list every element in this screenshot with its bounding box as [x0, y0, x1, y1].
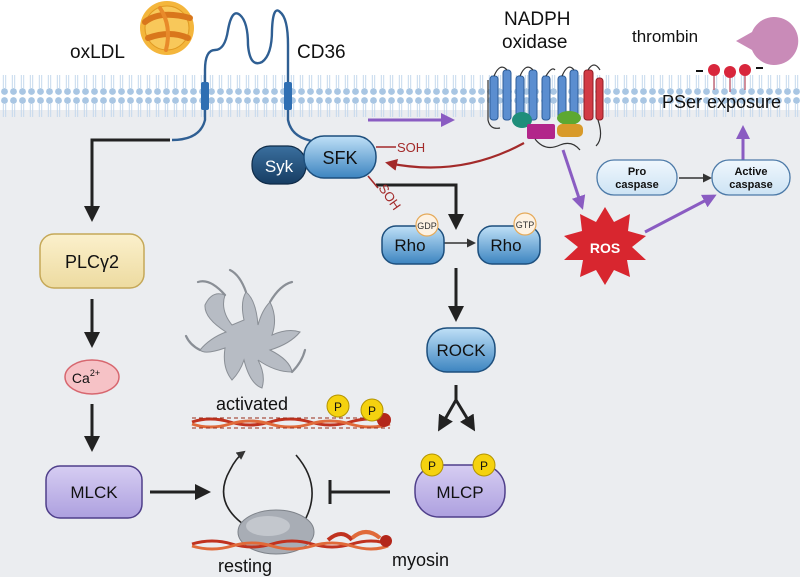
phosphorylated-myosin-filament: P P: [191, 394, 391, 429]
mlck-label: MLCK: [70, 483, 118, 502]
active-caspase-label-2: caspase: [729, 179, 772, 191]
thrombin-label: thrombin: [632, 27, 698, 46]
inhibit-mlcp-to-myosin: [328, 480, 390, 504]
myosin-label: myosin: [392, 550, 449, 570]
cycle-arrow-up: [222, 450, 253, 531]
plcg2-node: PLCγ2: [39, 233, 145, 289]
rock-label: ROCK: [436, 341, 486, 360]
myosin-phospho-1: P: [334, 400, 342, 414]
plcg2-label: PLCγ2: [65, 252, 119, 272]
sfk-node: SFK: [303, 135, 377, 179]
pro-caspase-label-2: caspase: [615, 179, 658, 191]
calcium-label: Ca2+: [72, 368, 100, 386]
soh-label-1: SOH: [397, 140, 425, 155]
calcium-superscript: 2+: [90, 368, 100, 378]
cd36-receptor-icon: [171, 9, 321, 144]
oxldl-label: oxLDL: [70, 42, 125, 63]
mlcp-node: MLCP P P: [414, 453, 506, 518]
oxldl-particle-icon: [140, 1, 194, 55]
active-caspase-node: Active caspase: [711, 159, 791, 196]
rock-node: ROCK: [426, 327, 496, 373]
arrow-sfk-to-rho: [376, 183, 464, 230]
activated-platelet-icon: [184, 268, 307, 389]
mlcp-label: MLCP: [436, 483, 483, 502]
arrow-cd36-to-plcg2: [84, 138, 170, 222]
myosin-phospho-2: P: [368, 404, 376, 418]
cd36-label: CD36: [297, 42, 346, 63]
resting-myosin-filament: [191, 530, 392, 551]
sfk-label: SFK: [322, 148, 357, 168]
mlcp-phospho-2: P: [480, 459, 488, 473]
syk-label: Syk: [265, 157, 294, 176]
arrow-nadph-to-sfk-oxidation: [385, 142, 525, 171]
activated-label: activated: [216, 394, 288, 414]
pser-exposure-label: PSer exposure: [662, 92, 781, 112]
ros-label: ROS: [590, 240, 620, 256]
thrombin-icon: [736, 17, 799, 66]
mlck-node: MLCK: [45, 465, 143, 519]
gtp-label: GTP: [516, 220, 535, 230]
rho-gtp-node: Rho GTP: [477, 212, 541, 265]
arrow-rock-to-mlcp-right: [454, 399, 476, 432]
syk-node: Syk: [251, 145, 307, 185]
soh-bond-2: [367, 175, 379, 189]
resting-label: resting: [218, 556, 272, 576]
gdp-label: GDP: [417, 221, 437, 231]
mlcp-phospho-1: P: [428, 459, 436, 473]
pro-caspase-node: Pro caspase: [596, 159, 678, 196]
calcium-node: Ca2+: [64, 359, 120, 395]
rho-gtp-label: Rho: [490, 236, 521, 255]
cell-membrane: [0, 74, 800, 122]
arrow-ros-to-active-caspase: [644, 194, 717, 234]
pser-phosphatidylserine-icon: [696, 64, 763, 92]
pro-caspase-label-1: Pro: [628, 166, 647, 178]
active-caspase-label-1: Active: [734, 166, 767, 178]
rho-gdp-label: Rho: [394, 236, 425, 255]
nadph-oxidase-icon: [487, 64, 604, 151]
nadph-label: NADPH: [504, 9, 571, 30]
rho-gdp-node: Rho GDP: [381, 213, 445, 265]
arrow-nadph-to-ros: [561, 149, 586, 210]
oxidase-label: oxidase: [502, 32, 568, 53]
ros-burst: ROS: [564, 207, 646, 285]
